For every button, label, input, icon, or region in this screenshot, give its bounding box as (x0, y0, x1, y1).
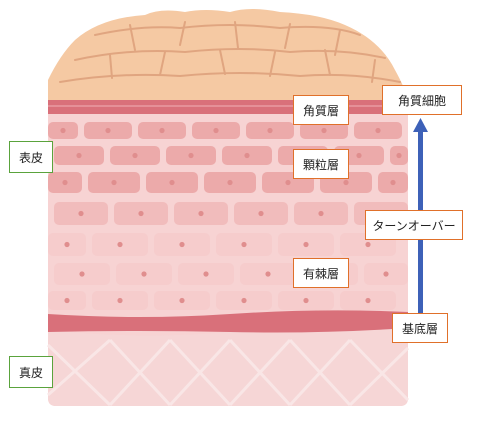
dermis-fibers (46, 338, 410, 407)
stratum-corneum-band (48, 100, 408, 114)
stratum-spinosum-label: 有棘層 (293, 258, 349, 288)
corneocyte-label: 角質細胞 (382, 85, 462, 115)
cell-nucleus (138, 210, 144, 217)
cell-nucleus (365, 297, 371, 304)
dermis-region (48, 327, 408, 406)
cell-nucleus (64, 241, 70, 248)
cell-nucleus (267, 127, 273, 134)
cell-nucleus (365, 241, 371, 248)
stratum-basale-label: 基底層 (392, 313, 448, 343)
stratum-corneum-label: 角質層 (293, 95, 349, 125)
cell-nucleus (258, 210, 264, 217)
cell-nucleus (141, 271, 147, 277)
cell-nucleus (132, 152, 138, 159)
stratum-granulosum-label: 顆粒層 (293, 149, 349, 179)
cell-nucleus (285, 179, 291, 186)
cell-nucleus (241, 241, 247, 248)
cell-nucleus (203, 271, 209, 277)
cell-nucleus (383, 271, 389, 277)
cell-nucleus (318, 210, 324, 217)
cell-nucleus (321, 127, 327, 134)
cell-nucleus (111, 179, 117, 186)
cell-nucleus (117, 297, 123, 304)
turnover-label: ターンオーバー (365, 210, 463, 240)
cell-nucleus (396, 152, 402, 159)
cell-nucleus (343, 179, 349, 186)
cell-nucleus (62, 179, 68, 186)
cell-nucleus (241, 297, 247, 304)
cell-nucleus (179, 241, 185, 248)
cell-nucleus (265, 271, 271, 277)
stratum-basale-band (48, 310, 408, 333)
cell-nucleus (60, 127, 66, 134)
cell-nucleus (79, 271, 85, 277)
cell-nucleus (198, 210, 204, 217)
epidermis-cells (48, 122, 408, 310)
cell-nucleus (356, 152, 362, 159)
cell-nucleus (105, 127, 111, 134)
cell-nucleus (303, 241, 309, 248)
cell-nucleus (159, 127, 165, 134)
cell-nucleus (64, 297, 70, 304)
cell-nucleus (76, 152, 82, 159)
cell-nucleus (188, 152, 194, 159)
epidermis-label: 表皮 (9, 141, 53, 173)
cell-nucleus (78, 210, 84, 217)
cell-nucleus (227, 179, 233, 186)
cell-nucleus (244, 152, 250, 159)
cell-nucleus (213, 127, 219, 134)
cell-nucleus (169, 179, 175, 186)
cell-nucleus (117, 241, 123, 248)
corneum-flakes (48, 9, 408, 100)
dermis-label: 真皮 (9, 356, 53, 388)
flake-lines (59, 21, 401, 83)
cell-nucleus (390, 179, 396, 186)
cell-nucleus (179, 297, 185, 304)
cell-nucleus (375, 127, 381, 134)
cell-nucleus (303, 297, 309, 304)
